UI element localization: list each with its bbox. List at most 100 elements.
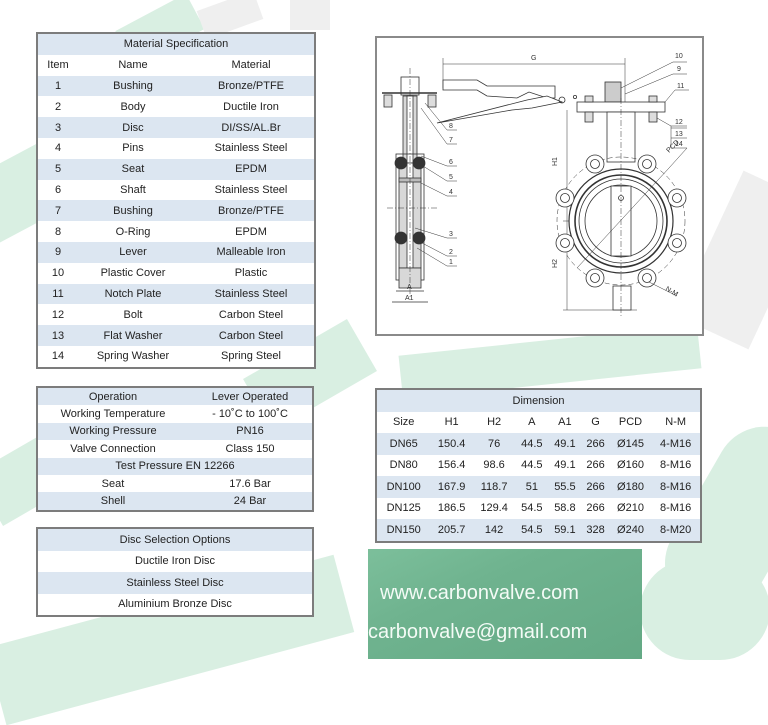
property-value: Class 150 — [188, 440, 313, 458]
callout-2: 2 — [449, 249, 453, 256]
column-header: H1 — [430, 411, 473, 433]
material-cell: Carbon Steel — [188, 325, 315, 346]
name-cell: Plastic Cover — [78, 262, 188, 284]
size-cell: DN65 — [376, 433, 431, 455]
pcd-cell: Ø180 — [609, 476, 652, 498]
column-header: Size — [376, 411, 431, 433]
property-value: 17.6 Bar — [188, 474, 313, 493]
callout-7: 7 — [449, 137, 453, 144]
column-header: G — [581, 411, 610, 433]
dim-label-a1: A1 — [405, 295, 414, 302]
table-row: Shell 24 Bar — [37, 492, 313, 511]
table-row: DN150 205.7 142 54.5 59.1 328 Ø240 8-M20 — [376, 519, 701, 542]
material-cell: Stainless Steel — [188, 137, 315, 159]
h2-cell: 118.7 — [472, 476, 516, 498]
disc-selection-table: Disc Selection Options Ductile Iron Disc… — [36, 527, 314, 617]
table-row: Test Pressure EN 12266 — [37, 457, 313, 475]
item-cell: 7 — [37, 200, 78, 222]
dim-label-a: A — [407, 284, 412, 291]
a1-cell: 58.8 — [548, 497, 582, 519]
table-row: 11 Notch Plate Stainless Steel — [37, 283, 315, 305]
size-cell: DN80 — [376, 454, 431, 476]
callout-8: 8 — [449, 123, 453, 130]
pcd-cell: Ø240 — [609, 519, 652, 542]
g-cell: 328 — [581, 519, 610, 542]
table-row: Operation Lever Operated — [37, 387, 313, 406]
pcd-cell: Ø160 — [609, 454, 652, 476]
item-cell: 10 — [37, 262, 78, 284]
callout-3: 3 — [449, 231, 453, 238]
material-cell: Carbon Steel — [188, 304, 315, 326]
a1-cell: 49.1 — [548, 433, 582, 455]
column-header: Item — [37, 54, 78, 76]
name-cell: Shaft — [78, 179, 188, 201]
callout-6: 6 — [449, 159, 453, 166]
name-cell: Pins — [78, 137, 188, 159]
name-cell: Disc — [78, 117, 188, 138]
nm-cell: 4-M16 — [651, 433, 701, 455]
column-header: H2 — [472, 411, 516, 433]
nm-cell: 8-M16 — [651, 497, 701, 519]
name-cell: Bushing — [78, 75, 188, 97]
item-cell: 6 — [37, 179, 78, 201]
material-cell: Ductile Iron — [188, 96, 315, 118]
column-header: N-M — [651, 411, 701, 433]
table-row: 7 Bushing Bronze/PTFE — [37, 200, 315, 222]
dim-label-g: G — [531, 55, 536, 62]
material-specification-table: Material Specification Item Name Materia… — [36, 32, 316, 369]
table-row: 4 Pins Stainless Steel — [37, 137, 315, 159]
dim-label-h1: H1 — [552, 157, 559, 166]
valve-technical-drawing: A A1 8 7 6 5 4 3 2 1 — [375, 36, 704, 336]
a-cell: 44.5 — [515, 454, 549, 476]
table-row: 6 Shaft Stainless Steel — [37, 179, 315, 201]
disc-option: Aluminium Bronze Disc — [37, 593, 313, 616]
item-cell: 1 — [37, 75, 78, 97]
h1-cell: 156.4 — [430, 454, 473, 476]
dim-label-nm: N-M — [664, 286, 679, 299]
property-label: Working Pressure — [37, 422, 188, 441]
table-title: Material Specification — [37, 33, 315, 55]
table-row: 9 Lever Malleable Iron — [37, 241, 315, 263]
website-link[interactable]: www.carbonvalve.com — [380, 582, 579, 604]
disc-option: Stainless Steel Disc — [37, 572, 313, 594]
item-cell: 4 — [37, 137, 78, 159]
h2-cell: 76 — [472, 433, 516, 455]
material-cell: EPDM — [188, 158, 315, 180]
name-cell: Bushing — [78, 200, 188, 222]
table-row: 14 Spring Washer Spring Steel — [37, 345, 315, 368]
column-header: A1 — [548, 411, 582, 433]
table-title: Dimension — [376, 389, 701, 412]
h2-cell: 142 — [472, 519, 516, 542]
a-cell: 54.5 — [515, 497, 549, 519]
callout-11: 11 — [677, 83, 684, 90]
table-row: 5 Seat EPDM — [37, 158, 315, 180]
table-row: 2 Body Ductile Iron — [37, 96, 315, 118]
watermark-shape — [640, 560, 768, 660]
pcd-cell: Ø210 — [609, 497, 652, 519]
column-header: Material — [188, 54, 315, 76]
h1-cell: 150.4 — [430, 433, 473, 455]
item-cell: 13 — [37, 325, 78, 346]
item-cell: 5 — [37, 158, 78, 180]
item-cell: 12 — [37, 304, 78, 326]
item-cell: 14 — [37, 345, 78, 368]
size-cell: DN150 — [376, 519, 431, 542]
g-cell: 266 — [581, 476, 610, 498]
name-cell: Body — [78, 96, 188, 118]
a-cell: 44.5 — [515, 433, 549, 455]
material-cell: Plastic — [188, 262, 315, 284]
disc-option: Ductile Iron Disc — [37, 550, 313, 572]
name-cell: Spring Washer — [78, 345, 188, 368]
size-cell: DN100 — [376, 476, 431, 498]
email-link[interactable]: carbonvalve@gmail.com — [368, 621, 588, 643]
callout-13: 13 — [675, 131, 683, 138]
nm-cell: 8-M16 — [651, 454, 701, 476]
material-cell: Malleable Iron — [188, 241, 315, 263]
table-row: 3 Disc DI/SS/AL.Br — [37, 117, 315, 138]
material-cell: Bronze/PTFE — [188, 75, 315, 97]
a-cell: 51 — [515, 476, 549, 498]
nm-cell: 8-M20 — [651, 519, 701, 542]
table-row: DN80 156.4 98.6 44.5 49.1 266 Ø160 8-M16 — [376, 454, 701, 476]
property-label: Shell — [37, 492, 188, 511]
contact-banner: www.carbonvalve.com carbonvalve@gmail.co… — [368, 549, 642, 659]
